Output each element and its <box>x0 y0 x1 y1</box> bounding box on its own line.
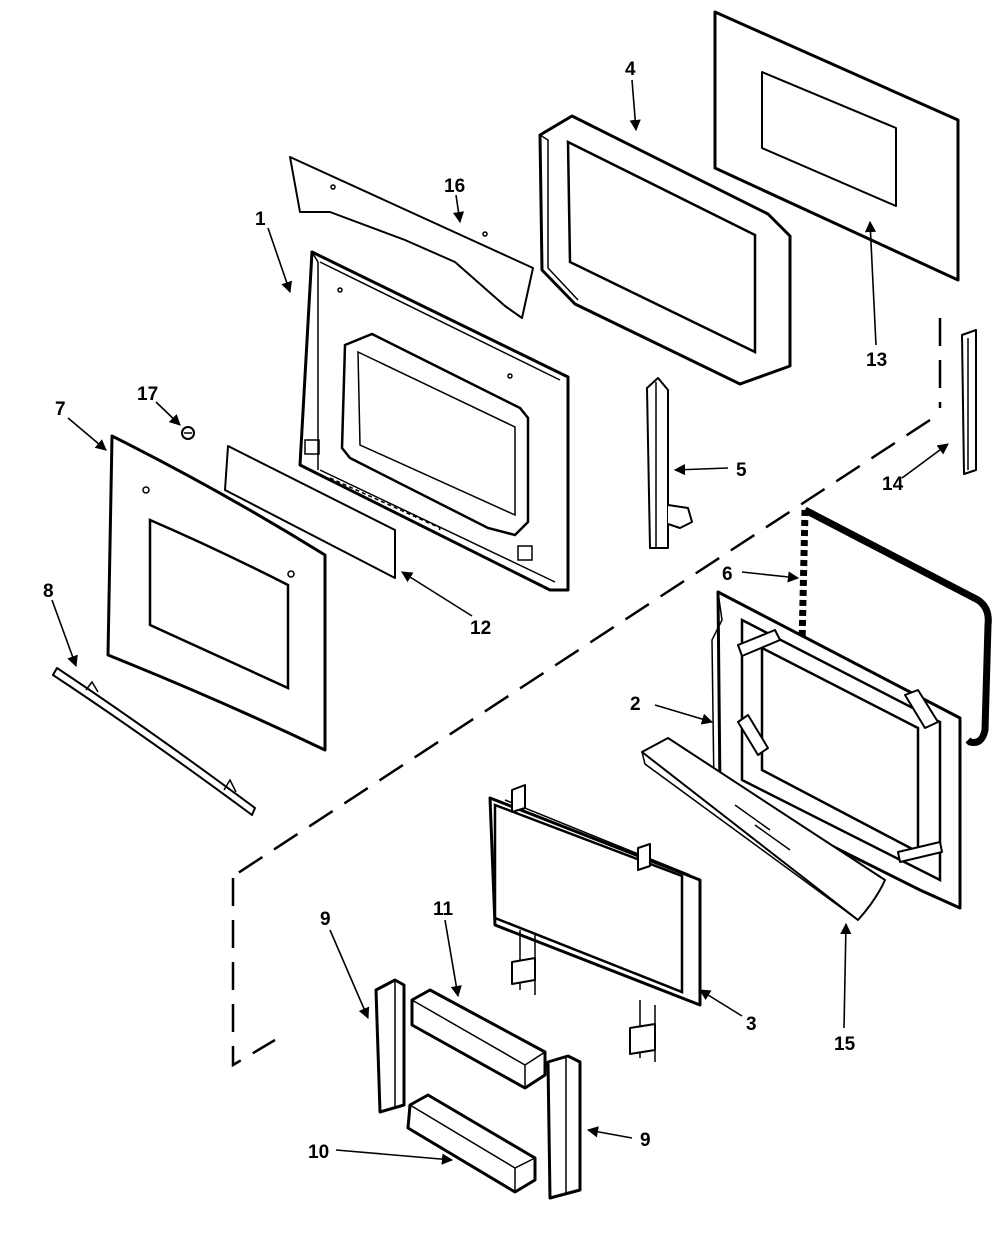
callout-5: 5 <box>736 460 747 481</box>
callout-1: 1 <box>255 209 266 230</box>
part-8-handle <box>52 667 256 816</box>
part-10-insulation-block <box>406 1093 537 1194</box>
part-5-hinge <box>646 377 693 549</box>
part-17-screw <box>181 426 195 440</box>
callout-17: 17 <box>137 384 158 405</box>
callout-9-left: 9 <box>320 909 331 930</box>
callout-12: 12 <box>470 618 491 639</box>
part-7-outer-door <box>106 434 327 752</box>
part-16-insulation <box>289 156 534 319</box>
part-12-trim-strip <box>224 445 396 579</box>
callout-4: 4 <box>625 59 636 80</box>
part-9-insulation-block-left <box>374 978 406 1114</box>
callout-8: 8 <box>43 581 54 602</box>
part-15-vent-duct <box>641 737 886 921</box>
callout-14: 14 <box>882 474 904 495</box>
callout-16: 16 <box>444 176 465 197</box>
part-13-outer-glass <box>713 10 960 282</box>
callout-3: 3 <box>746 1014 757 1035</box>
part-1-inner-door-panel <box>298 250 570 592</box>
callout-9-right: 9 <box>640 1130 651 1151</box>
callout-labels: 1 2 3 4 5 6 7 8 9 9 10 11 12 13 14 15 16… <box>43 59 904 1163</box>
callout-11: 11 <box>433 899 454 920</box>
callout-10: 10 <box>308 1142 329 1163</box>
separator-dashed-lines <box>231 318 942 1068</box>
callout-6: 6 <box>722 564 733 585</box>
part-2-inner-liner <box>711 590 962 910</box>
part-14-hinge-channel <box>961 329 977 475</box>
callout-7: 7 <box>55 399 66 420</box>
part-9-insulation-block-right <box>546 1054 582 1200</box>
part-3-glass-pack <box>488 784 702 1062</box>
part-11-insulation-block <box>410 988 547 1090</box>
part-4-glass-frame <box>538 114 792 386</box>
callout-2: 2 <box>630 694 641 715</box>
callout-15: 15 <box>834 1034 856 1055</box>
callout-13: 13 <box>866 350 887 371</box>
part-6-gasket <box>796 506 992 746</box>
callout-leaders <box>51 79 949 1165</box>
